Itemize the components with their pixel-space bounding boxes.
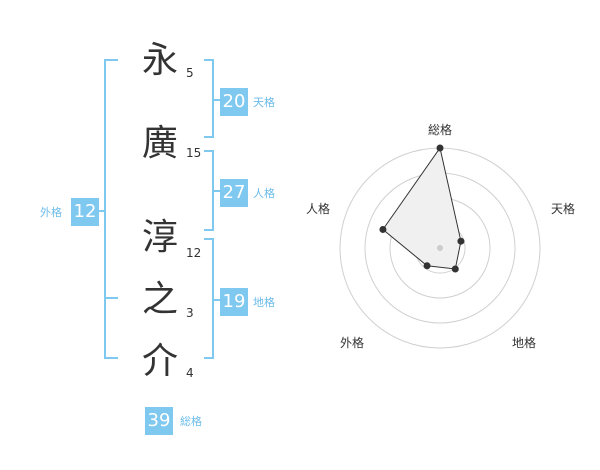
- tenkaku-value-badge: 20: [220, 88, 248, 116]
- stroke-count-1: 5: [186, 66, 194, 80]
- radar-point-5: [379, 225, 387, 233]
- stroke-count-2: 15: [186, 146, 202, 160]
- jinkaku-label: 人格: [253, 187, 275, 200]
- radar-axis-label-1: 総格: [428, 122, 452, 137]
- stroke-count-3: 12: [186, 246, 202, 260]
- soukaku-value-badge: 39: [145, 407, 173, 435]
- chikaku-label: 地格: [253, 296, 275, 309]
- radar-shape: [382, 146, 462, 270]
- radar-axis-label-4: 外格: [340, 335, 364, 350]
- stroke-count-5: 4: [186, 366, 194, 380]
- radar-point-3: [451, 265, 459, 273]
- character-4: 之: [141, 279, 178, 320]
- jinkaku-value-badge: 27: [220, 179, 248, 207]
- radar-axis-label-5: 人格: [306, 201, 330, 216]
- tenkaku-label: 天格: [253, 96, 275, 109]
- soukaku-label: 総格: [180, 415, 202, 428]
- radar-point-1: [436, 144, 444, 152]
- character-3: 淳: [141, 217, 178, 258]
- character-1: 永: [141, 40, 178, 81]
- character-2: 廣: [141, 123, 178, 164]
- stroke-count-4: 3: [186, 306, 194, 320]
- gaikaku-value-badge: 12: [71, 198, 99, 226]
- chikaku-value-badge: 19: [220, 288, 248, 316]
- gaikaku-label: 外格: [40, 206, 62, 219]
- radar-point-2: [457, 237, 465, 245]
- character-5: 介: [141, 341, 178, 382]
- radar-center-dot: [437, 245, 443, 251]
- radar-axis-label-3: 地格: [512, 335, 536, 350]
- radar-point-4: [423, 262, 431, 270]
- radar-axis-label-2: 天格: [551, 201, 575, 216]
